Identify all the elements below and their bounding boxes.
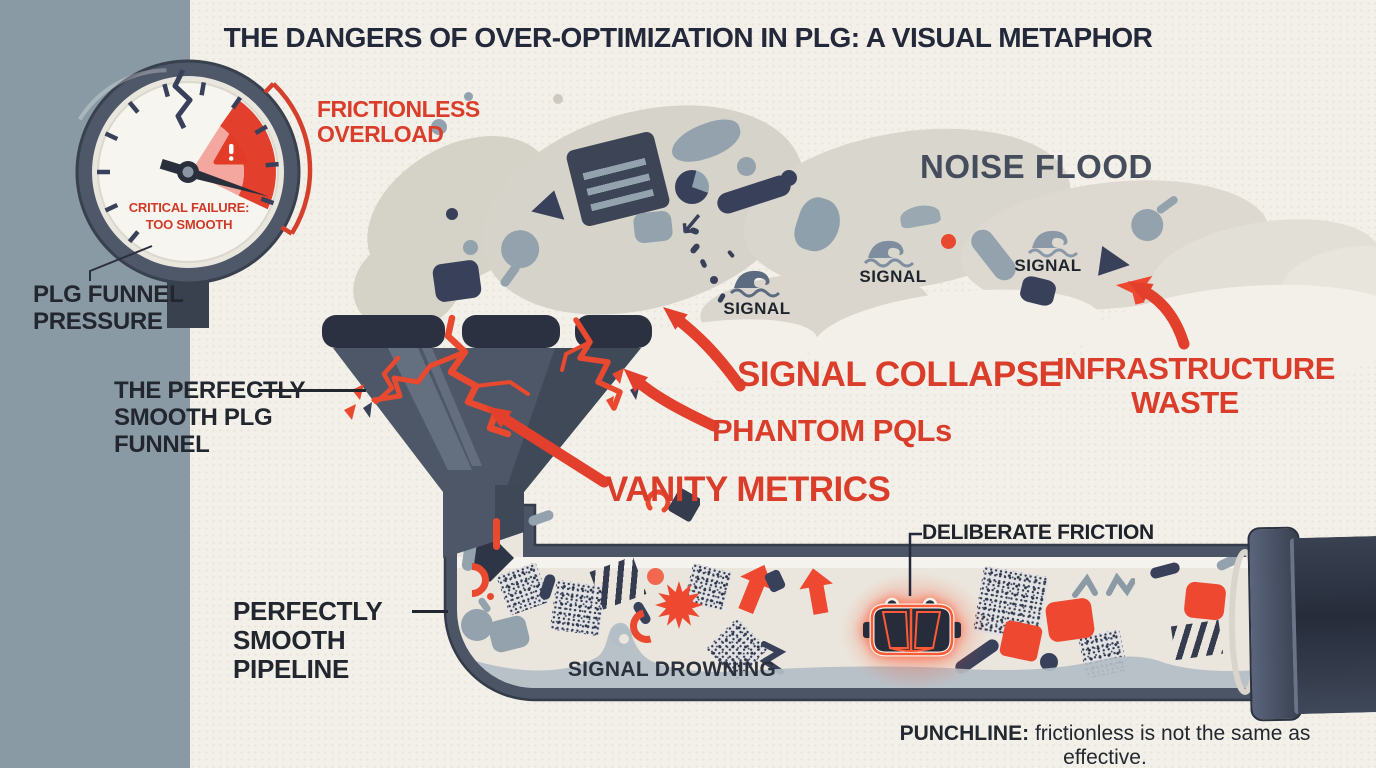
debris-dot xyxy=(1040,653,1058,671)
smooth-pipeline-label: PERFECTLY SMOOTH PIPELINE xyxy=(233,596,383,685)
punchline: PUNCHLINE: frictionless is not the same … xyxy=(855,722,1355,768)
signal-drowning-label: SIGNAL DROWNING xyxy=(567,658,777,681)
squiggle-icon xyxy=(1071,573,1135,603)
pipeline-callout-line xyxy=(412,610,448,613)
crumb xyxy=(710,276,718,284)
signal-wave-icon xyxy=(729,270,781,298)
red-arrows xyxy=(494,284,1190,488)
red-arrowheads xyxy=(486,281,1154,428)
crack-icon xyxy=(172,68,193,130)
droplet xyxy=(464,92,473,101)
deliberate-friction-label: DELIBERATE FRICTION xyxy=(922,521,1154,544)
bomb-debris xyxy=(459,597,499,647)
signal-label-1: SIGNAL xyxy=(723,299,791,318)
funnel-callout-line xyxy=(258,389,366,392)
frictionless-overload-label: FRICTIONLESS OVERLOAD xyxy=(317,96,480,148)
infrastructure-waste-label: INFRASTRUCTURE WASTE xyxy=(1056,351,1335,421)
brake-pad-icon xyxy=(863,597,961,657)
signal-collapse-label: SIGNAL COLLAPSE xyxy=(737,355,1062,394)
gauge-critical-text: CRITICAL FAILURE: TOO SMOOTH xyxy=(118,200,260,234)
vanity-metrics-label: VANITY METRICS xyxy=(605,470,891,509)
debris-dot xyxy=(463,240,478,255)
page-title: THE DANGERS OF OVER-OPTIMIZATION IN PLG:… xyxy=(223,22,1153,53)
red-dot xyxy=(941,234,956,249)
droplet xyxy=(553,94,563,104)
droplet xyxy=(431,119,447,135)
crack-icon xyxy=(371,314,623,438)
friction-callout-line xyxy=(908,532,922,596)
pressure-gauge-icon xyxy=(75,59,301,328)
pie-chart-icon xyxy=(675,170,709,204)
punchline-prefix: PUNCHLINE: xyxy=(899,722,1030,745)
gauge-callout-line xyxy=(89,245,153,281)
overload-bracket-arc xyxy=(271,82,313,235)
signal-label-3: SIGNAL xyxy=(1014,256,1082,275)
debris-dot xyxy=(446,208,458,220)
signal-wave-icon xyxy=(863,240,915,268)
punchline-text: frictionless is not the same as effectiv… xyxy=(1034,722,1311,768)
signal-label-2: SIGNAL xyxy=(859,267,927,286)
noise-flood-label: NOISE FLOOD xyxy=(920,148,1153,185)
plg-funnel-pressure-label: PLG FUNNEL PRESSURE xyxy=(33,281,183,335)
debris-dot xyxy=(737,157,756,176)
funnel-rim xyxy=(322,315,652,348)
squiggle-icon xyxy=(758,641,786,681)
phantom-pqls-label: PHANTOM PQLs xyxy=(712,413,952,448)
debris-dot xyxy=(781,170,797,186)
debris-dot xyxy=(647,568,664,585)
gauge-mount xyxy=(167,276,209,328)
critical-line2: TOO SMOOTH xyxy=(145,216,233,232)
plg-funnel xyxy=(322,314,700,558)
pipe-highlight xyxy=(445,557,1270,568)
gauge-ticks xyxy=(97,82,279,244)
critical-line1: CRITICAL FAILURE: xyxy=(128,200,250,215)
signal-wave-icon xyxy=(1027,230,1079,258)
